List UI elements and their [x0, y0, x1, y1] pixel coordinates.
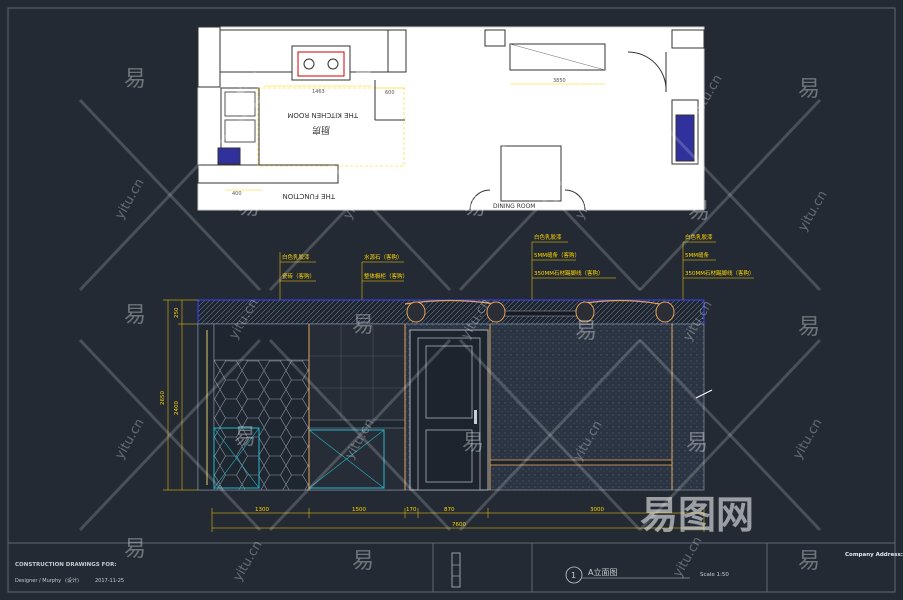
watermark-char: 易 — [352, 549, 374, 574]
designer-cn: (设计) — [65, 577, 79, 584]
dim-h-3: 170 — [406, 507, 417, 513]
scale-label: Scale 1:50 — [700, 572, 729, 578]
logo-mark — [451, 552, 461, 588]
dim-h-5: 3000 — [590, 507, 604, 513]
dim-h-4: 870 — [444, 507, 455, 513]
watermark-char: 易 — [464, 195, 486, 220]
dim-h-total: 7600 — [452, 522, 466, 528]
dim-vertical-ceiling: 250 — [174, 307, 180, 318]
dim-vertical-total: 2650 — [160, 391, 166, 405]
elevation-drawing — [197, 299, 713, 491]
ceiling-band — [197, 299, 705, 325]
note-col3-2: 5MM缝条（客购） — [534, 251, 580, 259]
watermark-domain: yitu.cn — [795, 188, 830, 234]
drawing-date: 2017-11-25 — [95, 578, 124, 584]
watermark-char: 易 — [234, 425, 256, 450]
watermark-char: 易 — [462, 431, 484, 456]
function-label-en: THE FUNCTION — [282, 192, 336, 200]
plan-dim-c: 3850 — [553, 78, 566, 84]
watermark-char: 易 — [124, 537, 146, 562]
tall-cabinet — [308, 323, 406, 491]
dim-h-2: 1500 — [352, 507, 366, 513]
sheet-border — [7, 7, 896, 593]
watermark-chars: 易 易 易 易 易 易 易 易 易 易 易 易 易 易 易 易 易 — [124, 67, 820, 574]
watermark-char: 易 — [352, 67, 374, 92]
note-col1-2: 瓷砖（客购） — [282, 272, 315, 280]
note-col4-2: 5MM缝条 — [685, 251, 709, 259]
hex-tile-wall — [213, 359, 310, 491]
horizontal-dimensions — [211, 508, 705, 532]
dining-label-en: DINING ROOM — [493, 203, 535, 210]
watermark-char: 易 — [124, 303, 146, 328]
designer-label: Designer / Murphy — [15, 578, 61, 584]
watermark-brand: 易图网 — [640, 493, 754, 537]
note-col3-1: 白色乳胶漆 — [534, 233, 562, 241]
watermark-char: 易 — [238, 195, 260, 220]
plan-dim-b: 600 — [385, 90, 395, 96]
dim-h-1: 1300 — [255, 507, 269, 513]
watermark-char: 易 — [798, 315, 820, 340]
watermark-char: 易 — [798, 549, 820, 574]
watermark-domain: yitu.cn — [112, 176, 147, 222]
watermark-domain: yitu.cn — [790, 416, 825, 462]
note-col1-1: 白色乳胶漆 — [282, 253, 310, 261]
plan-dim-d: 400 — [232, 191, 242, 197]
plan-dim-a: 1463 — [312, 89, 325, 95]
dim-vertical-wall: 2400 — [174, 401, 180, 415]
construction-label: CONSTRUCTION DRAWINGS FOR: — [15, 562, 117, 568]
note-col2-2: 整体橱柜（客购） — [364, 272, 408, 280]
elevation-number: 1 — [571, 571, 576, 580]
annotation-text: 白色乳胶漆 瓷砖（客购） 水源石（客购） 整体橱柜（客购） 白色乳胶漆 5MM缝… — [282, 233, 755, 280]
watermark-char: 易 — [688, 199, 710, 224]
watermark-char: 易 — [686, 431, 708, 456]
watermark-domain: yitu.cn — [230, 538, 265, 584]
note-col2-1: 水源石（客购） — [364, 253, 403, 261]
watermark-char: 易 — [124, 67, 146, 92]
elevation-marker — [565, 566, 583, 584]
watermark-char: 易 — [798, 77, 820, 102]
watermark-lines — [78, 98, 822, 532]
vertical-dimensions — [163, 299, 198, 491]
kitchen-label-en: THE KITCHEN ROOM — [287, 111, 359, 119]
note-col4-1: 白色乳胶漆 — [685, 233, 713, 241]
watermark-domain: yitu.cn — [112, 416, 147, 462]
title-block — [8, 542, 895, 592]
company-address: Company Address: — [845, 552, 903, 558]
note-col3-3: 350MM石材踢脚线（客购） — [534, 269, 604, 277]
watermark-char: 易 — [575, 319, 597, 344]
watermark-char: 易 — [352, 313, 374, 338]
elevation-title: A立面图 — [588, 567, 617, 577]
kitchen-label-cn: 厨房 — [312, 124, 330, 136]
door-leaf — [417, 337, 481, 491]
watermark-char: 易 — [575, 77, 597, 102]
floor-plan: 1463 600 3850 400 THE KITCHEN ROOM 厨房 TH… — [197, 26, 705, 211]
note-col4-3: 350MM石材踢脚线（客购） — [685, 269, 755, 277]
